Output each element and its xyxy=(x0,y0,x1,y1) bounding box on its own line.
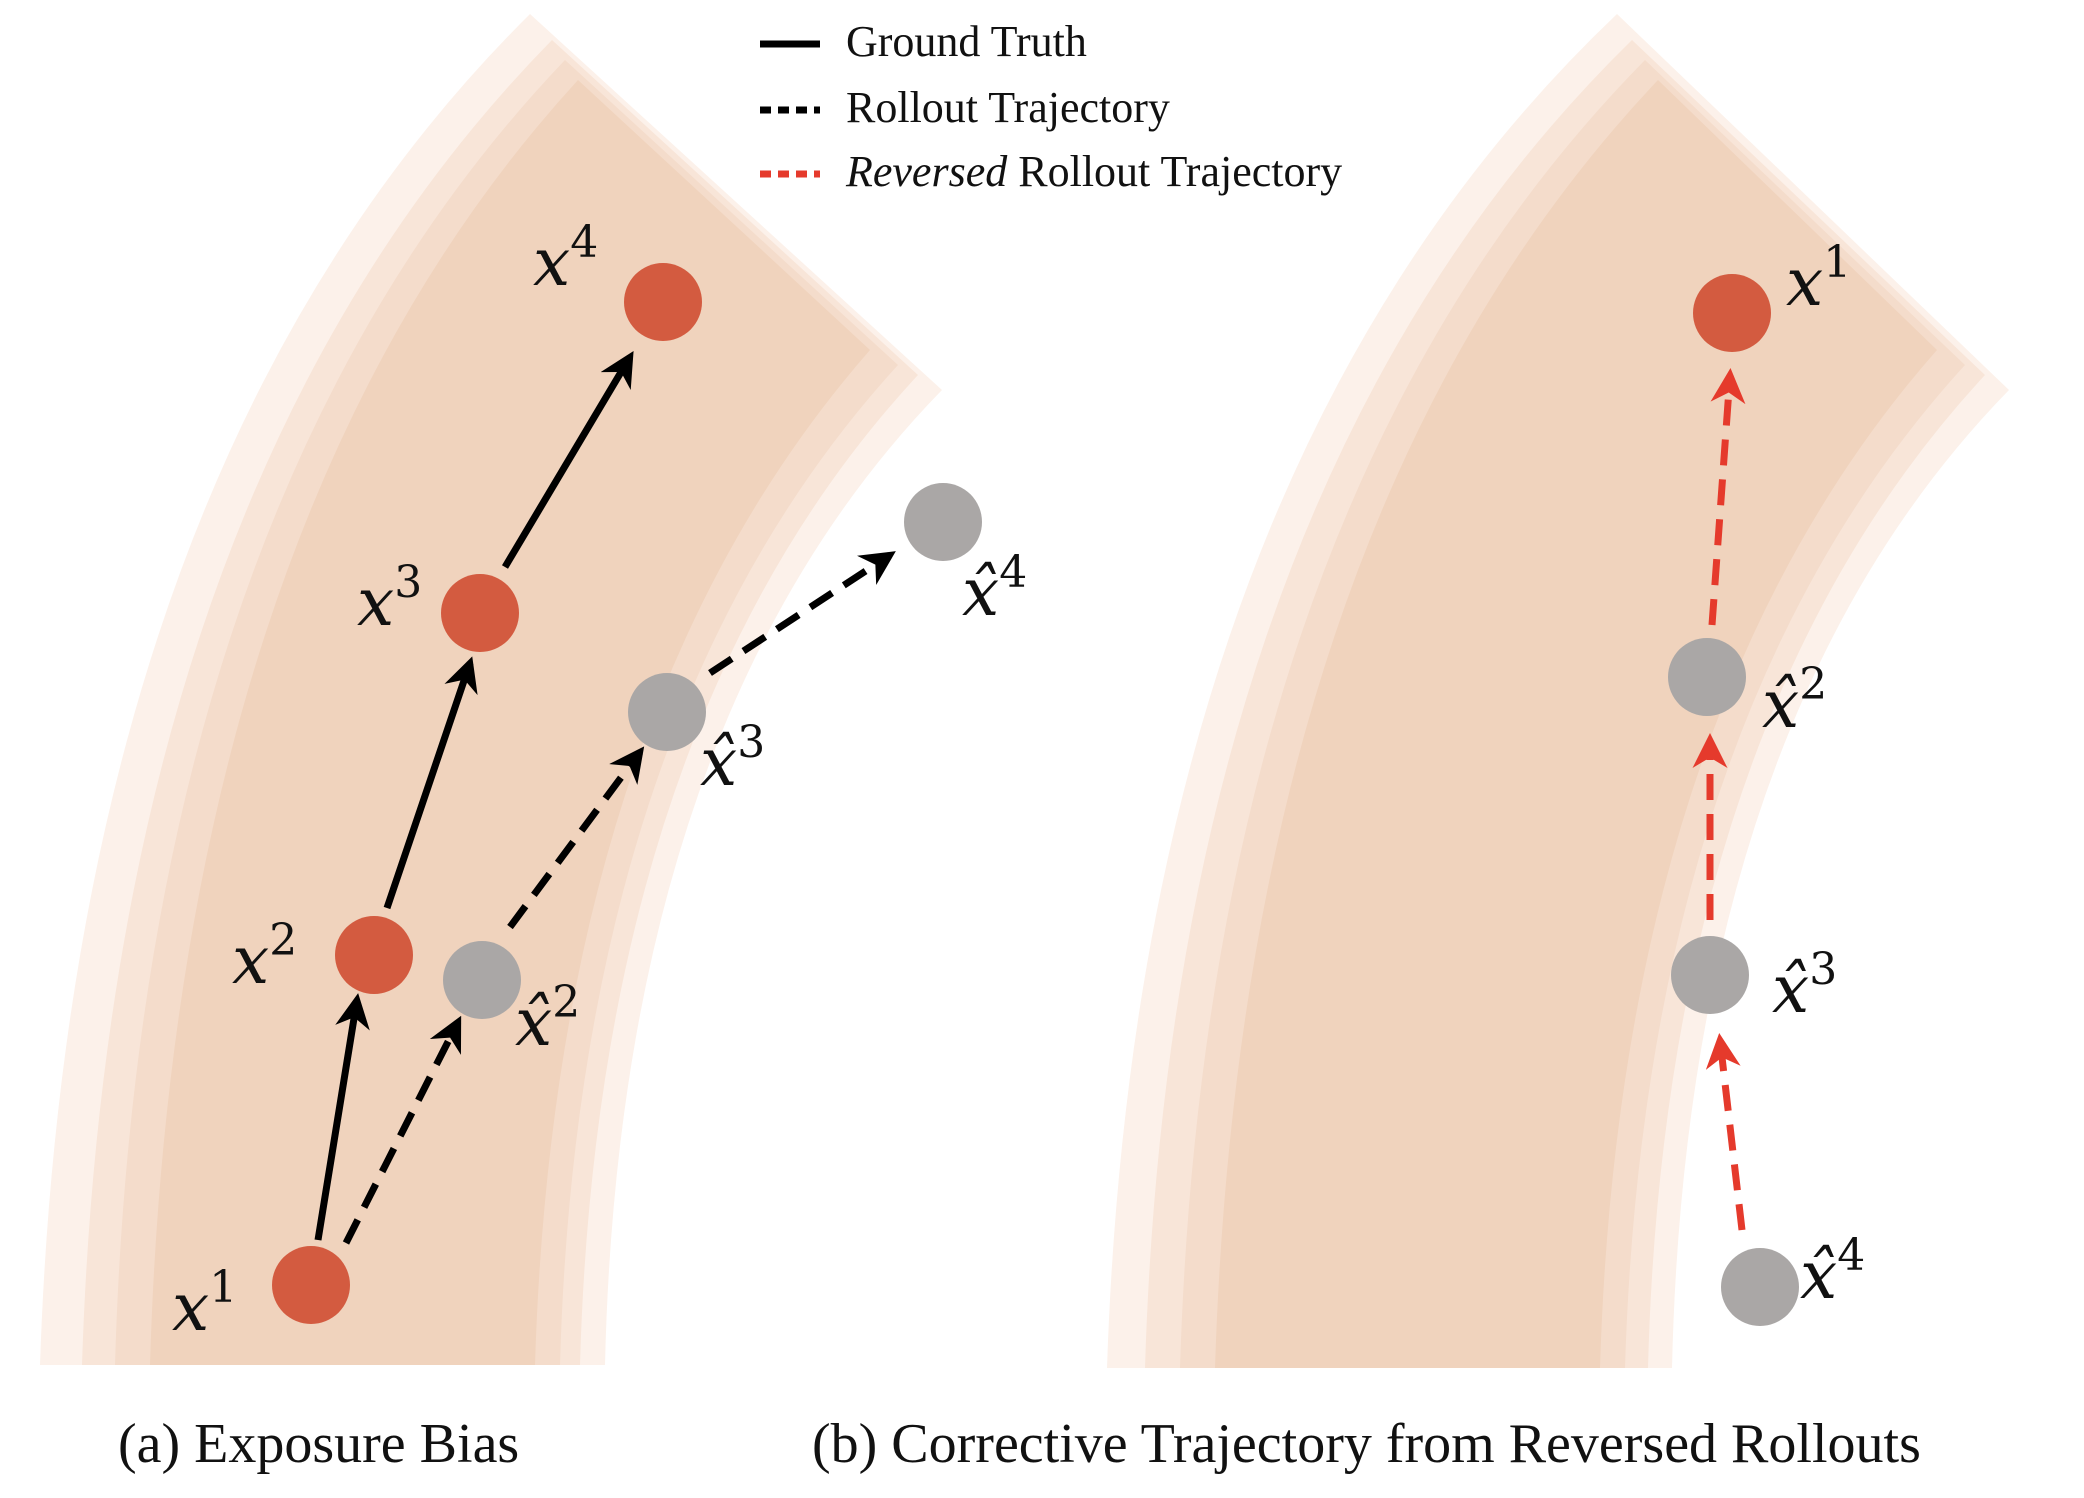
band-a xyxy=(40,14,942,1365)
node-b-xh2 xyxy=(1668,638,1746,716)
label-a-x4: x4 xyxy=(533,217,598,301)
node-a-x2 xyxy=(335,916,413,994)
arrow-a-x2-x3 xyxy=(383,656,478,910)
legend-rollout-label: Rollout Trajectory xyxy=(846,83,1170,132)
node-a-xh3 xyxy=(628,673,706,751)
nodes-b xyxy=(1668,274,1799,1326)
arrow-b-xh2-x1 xyxy=(1708,368,1746,626)
label-a-x2: x2 xyxy=(232,915,297,999)
label-b-xh2: x̂2 xyxy=(1762,659,1827,743)
node-a-x3 xyxy=(441,574,519,652)
arrow-a-x3-x4 xyxy=(501,350,634,569)
labels-b: x1 x̂2 x̂3 x̂4 xyxy=(1762,237,1865,1314)
arrows-b xyxy=(1692,368,1746,1231)
node-b-xh4 xyxy=(1721,1248,1799,1326)
node-a-x1 xyxy=(272,1246,350,1324)
node-a-xh4 xyxy=(904,483,982,561)
band-b xyxy=(1107,14,2009,1368)
label-a-xh4: x̂4 xyxy=(962,547,1027,631)
legend-reversed-italic: Reversed xyxy=(845,147,1008,196)
label-a-xh3: x̂3 xyxy=(700,717,765,801)
arrows-a xyxy=(314,350,896,1245)
node-b-xh3 xyxy=(1671,936,1749,1014)
label-a-x1: x1 xyxy=(172,1262,237,1346)
arrow-a-xh2-xh3 xyxy=(507,746,645,930)
label-b-xh4: x̂4 xyxy=(1800,1230,1865,1314)
node-a-xh2 xyxy=(443,941,521,1019)
arrow-a-xh3-xh4 xyxy=(708,551,896,676)
legend-ground-truth-label: Ground Truth xyxy=(846,17,1087,66)
legend-reversed-rest: Rollout Trajectory xyxy=(1007,147,1342,196)
arrow-a-x1-x2 xyxy=(314,993,370,1241)
legend: Ground Truth Rollout Trajectory Reversed… xyxy=(760,17,1342,196)
node-a-x4 xyxy=(624,263,702,341)
label-a-xh2: x̂2 xyxy=(515,977,580,1061)
label-a-x3: x3 xyxy=(357,557,422,641)
labels-a: x1 x2 x3 x4 x̂2 x̂3 x̂4 xyxy=(172,217,1027,1346)
legend-reversed-label: Reversed Rollout Trajectory xyxy=(845,147,1342,196)
caption-a: (a) Exposure Bias xyxy=(118,1413,519,1475)
node-b-x1 xyxy=(1693,274,1771,352)
arrow-a-x1-xh2 xyxy=(342,1015,462,1245)
label-b-xh3: x̂3 xyxy=(1772,944,1837,1028)
caption-b: (b) Corrective Trajectory from Reversed … xyxy=(812,1413,1921,1475)
label-b-x1: x1 xyxy=(1786,237,1851,321)
nodes-a xyxy=(272,263,982,1324)
arrow-b-xh4-xh3 xyxy=(1705,1033,1746,1231)
